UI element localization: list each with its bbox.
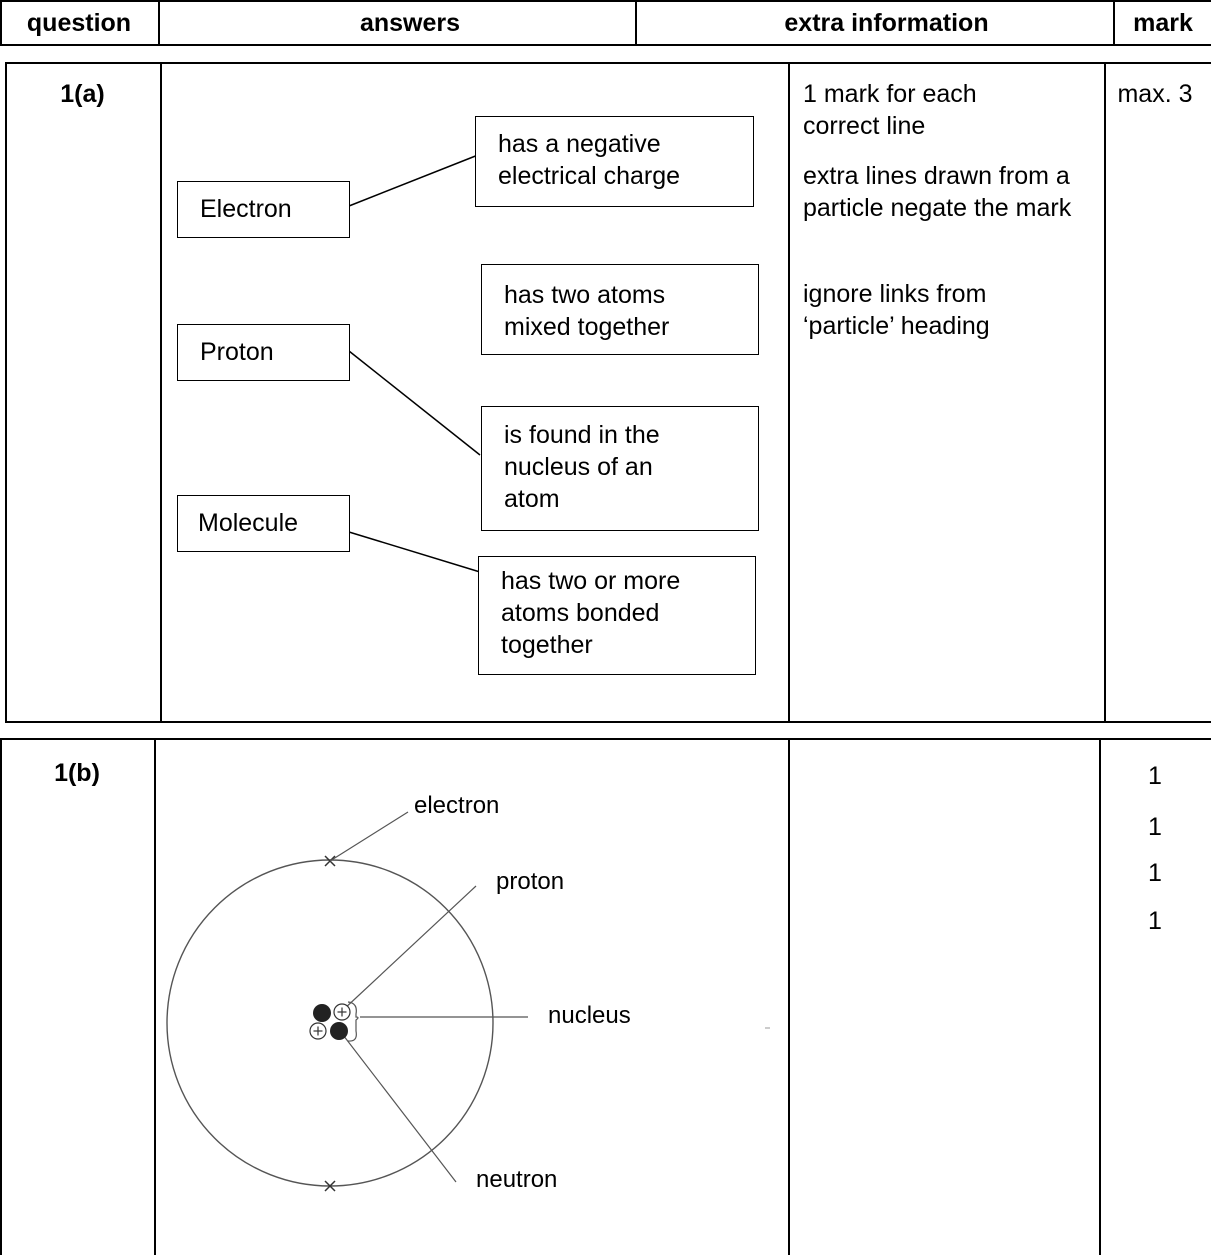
header-divider: [158, 0, 160, 46]
row-1b-border: [1099, 738, 1101, 1255]
match-line-molecule: [348, 531, 481, 573]
row-1a-border: [5, 62, 7, 723]
header-divider: [0, 0, 2, 46]
header-mark: mark: [1133, 9, 1193, 37]
match-line-electron: [348, 154, 479, 207]
mark-value: 1: [1148, 762, 1162, 790]
proton-leader-line: [342, 885, 477, 1011]
header-divider: [1113, 0, 1115, 46]
label-nucleus: nucleus: [548, 1002, 631, 1029]
header-answers: answers: [359, 9, 461, 37]
proton-particle: [333, 1003, 351, 1021]
particle-box-molecule: Molecule: [177, 495, 350, 552]
electron-cross-bottom: [324, 1180, 336, 1192]
electron-leader-line: [329, 811, 409, 862]
header-divider: [635, 0, 637, 46]
header-question: question: [26, 9, 132, 37]
neutron-leader-line: [339, 1030, 457, 1183]
description-box: has two or more atoms bonded together: [478, 556, 756, 675]
header-top-border: [0, 0, 1211, 2]
neutron-particle: [330, 1022, 348, 1040]
header-bottom-border: [0, 44, 1211, 46]
mark-value: 1: [1148, 859, 1162, 887]
description-box: has two atoms mixed together: [481, 264, 759, 355]
particle-box-electron: Electron: [177, 181, 350, 238]
label-electron: electron: [414, 792, 500, 819]
mark-value: max. 3: [1117, 80, 1193, 108]
neutron-particle: [313, 1004, 331, 1022]
mark-value: 1: [1148, 813, 1162, 841]
row-1b-border: [0, 738, 2, 1255]
electron-orbit: [166, 859, 494, 1187]
row-1a-top-border: [5, 62, 1211, 64]
row-1b-border: [154, 738, 156, 1255]
label-proton: proton: [496, 868, 565, 895]
proton-particle: [309, 1022, 327, 1040]
extra-info-text: extra lines drawn from a particle negate…: [803, 162, 1072, 222]
row-1a-border: [160, 62, 162, 723]
match-line-proton: [348, 350, 481, 456]
label-neutron: neutron: [476, 1166, 558, 1193]
nucleus-bracket: [347, 1001, 359, 1042]
question-number: 1(b): [54, 759, 100, 787]
row-1b-border: [788, 738, 790, 1255]
row-1a-bottom-border: [5, 721, 1211, 723]
particle-box-proton: Proton: [177, 324, 350, 381]
row-1a-border: [1104, 62, 1106, 723]
header-extra-information: extra information: [784, 9, 989, 37]
description-box: is found in the nucleus of an atom: [481, 406, 759, 531]
extra-info-text: 1 mark for each correct line: [803, 80, 977, 140]
question-number: 1(a): [60, 80, 105, 108]
extra-info-text: ignore links from ‘particle’ heading: [803, 280, 990, 340]
row-1b-top-border: [0, 738, 1211, 740]
mark-value: 1: [1148, 907, 1162, 935]
description-box: has a negative electrical charge: [475, 116, 754, 207]
row-1a-border: [788, 62, 790, 723]
